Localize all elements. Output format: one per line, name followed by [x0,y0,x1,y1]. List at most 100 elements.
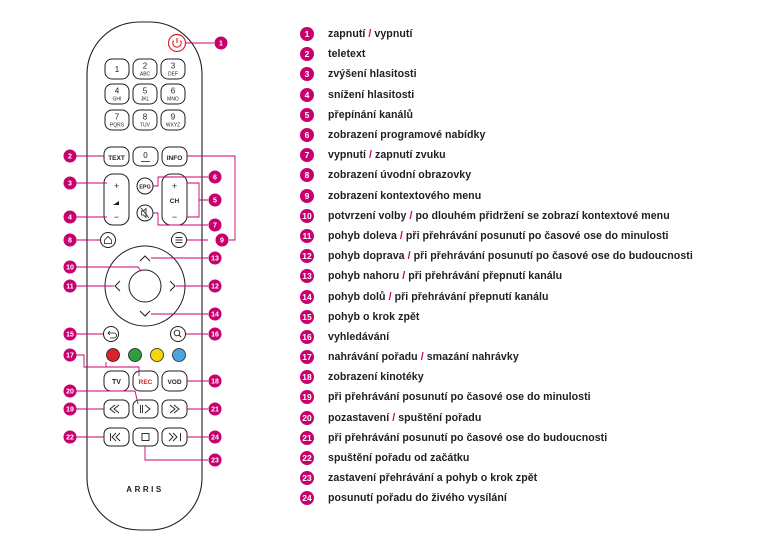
callout-number: 16 [211,332,219,339]
epg-button[interactable]: EPG [136,177,154,195]
callout-number: 10 [66,265,74,272]
legend-description: pohyb o krok zpět [328,311,420,323]
legend-badge: 22 [300,451,314,466]
back-icon [107,330,117,339]
legend-text-part: zastavení přehrávání a pohyb o krok zpět [328,472,538,485]
legend-text-part: pohyb doprava [328,250,405,263]
play-pause-button[interactable] [132,399,159,419]
legend-text-part: nahrávání pořadu [328,351,418,364]
legend-badge: 17 [300,350,314,365]
stop-icon [141,433,150,441]
rewind-button[interactable] [103,399,130,419]
callout-number: 1 [219,41,223,48]
callout-badge-15: 15 [63,327,77,341]
callout-badge-6: 6 [208,170,222,184]
legend-description: pohyb doleva / při přehrávání posunutí p… [328,230,669,242]
legend-description: zobrazení programové nabídky [328,129,485,141]
back-button[interactable] [103,326,119,342]
mute-button[interactable] [136,204,154,222]
legend-text-part: potvrzení volby [328,209,407,222]
rewind-icon [109,404,120,414]
info-button[interactable]: INFO [161,146,188,167]
callout-badge-3: 3 [63,176,77,190]
legend-text-part: posunutí pořadu do živého vysílání [328,492,507,505]
tv-button[interactable]: TV [103,370,130,392]
key-letters: ABC [140,72,151,78]
channel-minus-label: − [172,212,177,222]
legend-badge: 13 [300,269,314,284]
callout-number: 19 [66,407,74,414]
key-digit: 5 [143,87,148,96]
skip-live-button[interactable] [161,427,188,447]
volume-rocker[interactable]: + − [103,173,130,226]
callout-number: 8 [68,238,72,245]
callout-badge-12: 12 [208,279,222,293]
tv-button-label: TV [112,379,121,386]
legend-text-part: při přehrávání přepnutí kanálu [394,290,549,303]
text-button[interactable]: TEXT [103,146,130,167]
blue-button[interactable] [172,348,186,362]
callout-number: 6 [213,175,217,182]
key-digit: 3 [171,62,176,71]
legend-badge: 18 [300,370,314,385]
channel-label: CH [170,198,180,205]
chevron-left-icon[interactable] [114,280,121,292]
legend-description: pozastavení / spuštění pořadu [328,412,481,424]
fast-forward-icon [169,404,180,414]
key-letters: DEF [168,72,178,78]
channel-rocker[interactable]: + CH − [161,173,188,226]
callout-number: 9 [220,238,224,245]
legend-text-part: vypnutí [374,28,413,41]
yellow-button[interactable] [150,348,164,362]
green-button[interactable] [128,348,142,362]
search-button[interactable] [170,326,186,342]
rec-button[interactable]: REC [132,370,159,392]
chevron-down-icon[interactable] [139,310,151,317]
fast-forward-button[interactable] [161,399,188,419]
vod-button-label: VOD [167,379,181,386]
callout-badge-9: 9 [215,233,229,247]
legend-text-part: při přehrávání posunutí po časové ose do… [413,250,693,263]
stop-button[interactable] [132,427,159,447]
remote-body [86,21,203,531]
red-button[interactable] [106,348,120,362]
legend-text-part: pohyb nahoru [328,270,400,283]
power-button[interactable] [167,33,187,53]
key-digit: 9 [171,113,176,122]
legend-text-part: smazání nahrávky [426,351,519,364]
callout-number: 17 [66,353,74,360]
callout-number: 20 [66,389,74,396]
ok-button[interactable] [128,269,162,303]
home-button[interactable] [100,232,116,248]
vod-button[interactable]: VOD [161,370,188,392]
zero-button[interactable]: 0 [132,146,159,167]
skip-back-button[interactable] [103,427,130,447]
chevron-up-icon[interactable] [139,255,151,262]
callout-number: 4 [68,215,72,222]
menu-button[interactable] [171,232,187,248]
brand-logo: ARRIS [126,485,163,494]
callout-number: 7 [213,223,217,230]
legend-text-part: zobrazení úvodní obrazovky [328,169,472,182]
legend-description: posunutí pořadu do živého vysílání [328,492,507,504]
key-1[interactable]: 1 [104,58,130,80]
callout-badge-17: 17 [63,348,77,362]
chevron-right-icon[interactable] [169,280,176,292]
callout-badge-4: 4 [63,210,77,224]
